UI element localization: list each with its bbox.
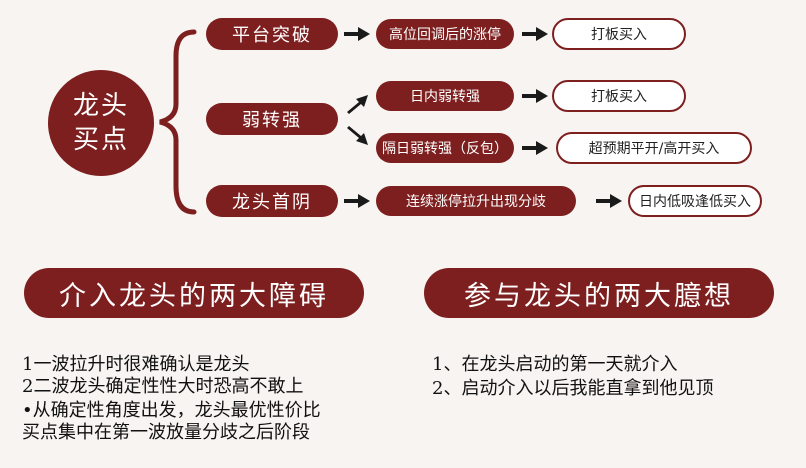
action-node-board-buy: 打板买入: [552, 80, 686, 112]
right-panel-title: 参与龙头的两大臆想: [464, 280, 734, 312]
left-panel-line: •从确定性角度出发，龙头最优性价比: [22, 400, 321, 421]
branch-node-first-negative: 龙头首阴: [206, 185, 338, 217]
arrow-down-right-icon: [347, 126, 368, 145]
arrow-right-icon: [344, 27, 370, 41]
action-label: 打板买入: [591, 27, 647, 43]
left-panel-title-banner: 介入龙头的两大障碍: [24, 268, 364, 318]
action-node-gap-open-buy: 超预期平开/高开买入: [556, 132, 752, 164]
condition-label: 连续涨停拉升出现分歧: [406, 194, 546, 210]
condition-node-pullback-limit-up: 高位回调后的涨停: [376, 19, 514, 49]
arrow-right-icon: [522, 27, 548, 41]
branch-node-platform-breakout: 平台突破: [206, 18, 338, 50]
action-node-board-buy: 打板买入: [552, 18, 686, 50]
root-label-line1: 龙头: [72, 91, 129, 121]
branch-node-weak-to-strong: 弱转强: [206, 103, 338, 135]
condition-label: 隔日弱转强（反包）: [382, 141, 508, 157]
branch-label: 平台突破: [232, 25, 312, 46]
brace-connector: [159, 29, 197, 215]
root-label-line2: 买点: [72, 125, 129, 155]
branch-label: 弱转强: [242, 110, 302, 131]
left-panel-title: 介入龙头的两大障碍: [59, 280, 329, 312]
right-panel-title-banner: 参与龙头的两大臆想: [424, 268, 774, 318]
condition-node-nextday-weak-to-strong: 隔日弱转强（反包）: [376, 133, 514, 163]
left-panel-line: 2二波龙头确定性性大时恐高不敢上: [22, 376, 304, 397]
arrow-up-right-icon: [347, 95, 368, 114]
action-label: 打板买入: [591, 89, 647, 105]
root-node-longtou-maidian: 龙头 买点: [48, 70, 154, 176]
action-node-dip-buy: 日内低吸逢低买入: [628, 185, 762, 217]
condition-label: 高位回调后的涨停: [389, 27, 501, 43]
action-label: 超预期平开/高开买入: [588, 141, 720, 157]
arrow-right-icon: [522, 89, 548, 103]
condition-node-consecutive-limit-divergence: 连续涨停拉升出现分歧: [376, 186, 576, 216]
left-panel-line: 买点集中在第一波放量分歧之后阶段: [22, 422, 310, 443]
arrow-right-icon: [596, 194, 622, 208]
action-label: 日内低吸逢低买入: [639, 194, 751, 210]
condition-label: 日内弱转强: [410, 89, 480, 105]
right-panel-line: 2、启动介入以后我能直拿到他见顶: [432, 378, 714, 399]
condition-node-intraday-weak-to-strong: 日内弱转强: [376, 81, 514, 111]
arrow-right-icon: [522, 141, 548, 155]
arrow-right-icon: [344, 194, 370, 208]
right-panel-line: 1、在龙头启动的第一天就介入: [432, 354, 678, 375]
left-panel-line: 1一波拉升时很难确认是龙头: [22, 354, 250, 375]
branch-label: 龙头首阴: [232, 192, 312, 213]
